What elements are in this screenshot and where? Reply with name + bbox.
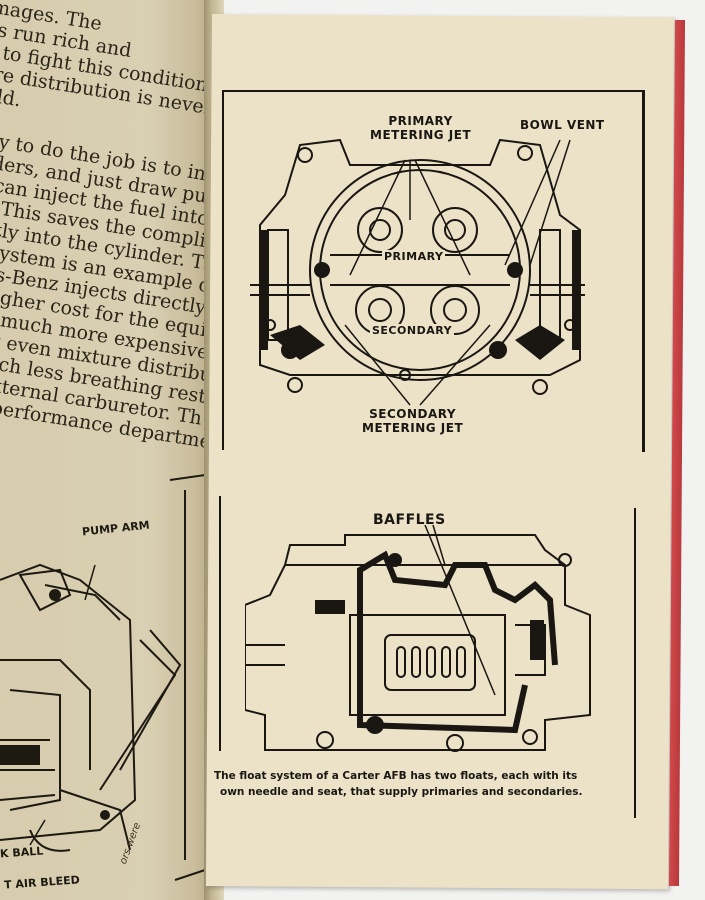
float-system-cutaway (245, 525, 591, 752)
pump-illustration (0, 473, 206, 881)
top-frame-left (222, 90, 224, 450)
secondary-label: SECONDARY (370, 324, 455, 337)
primary-metering-jet-label: PRIMARY METERING JET (370, 114, 472, 142)
caption-line-2: own needle and seat, that supply primari… (220, 786, 583, 798)
bottom-frame-right (634, 508, 636, 818)
bowl-vent-label: BOWL VENT (520, 118, 605, 132)
figure-caption: The float system of a Carter AFB has two… (214, 768, 634, 800)
bottom-frame-left (219, 496, 221, 751)
top-diagram-frame (222, 90, 645, 452)
baffles-label: BAFFLES (373, 512, 446, 528)
carburetor-top-view (250, 138, 585, 406)
primary-label: PRIMARY (382, 250, 446, 263)
caption-line-1: The float system of a Carter AFB has two… (214, 770, 578, 782)
secondary-metering-jet-label: SECONDARY METERING JET (362, 407, 464, 435)
